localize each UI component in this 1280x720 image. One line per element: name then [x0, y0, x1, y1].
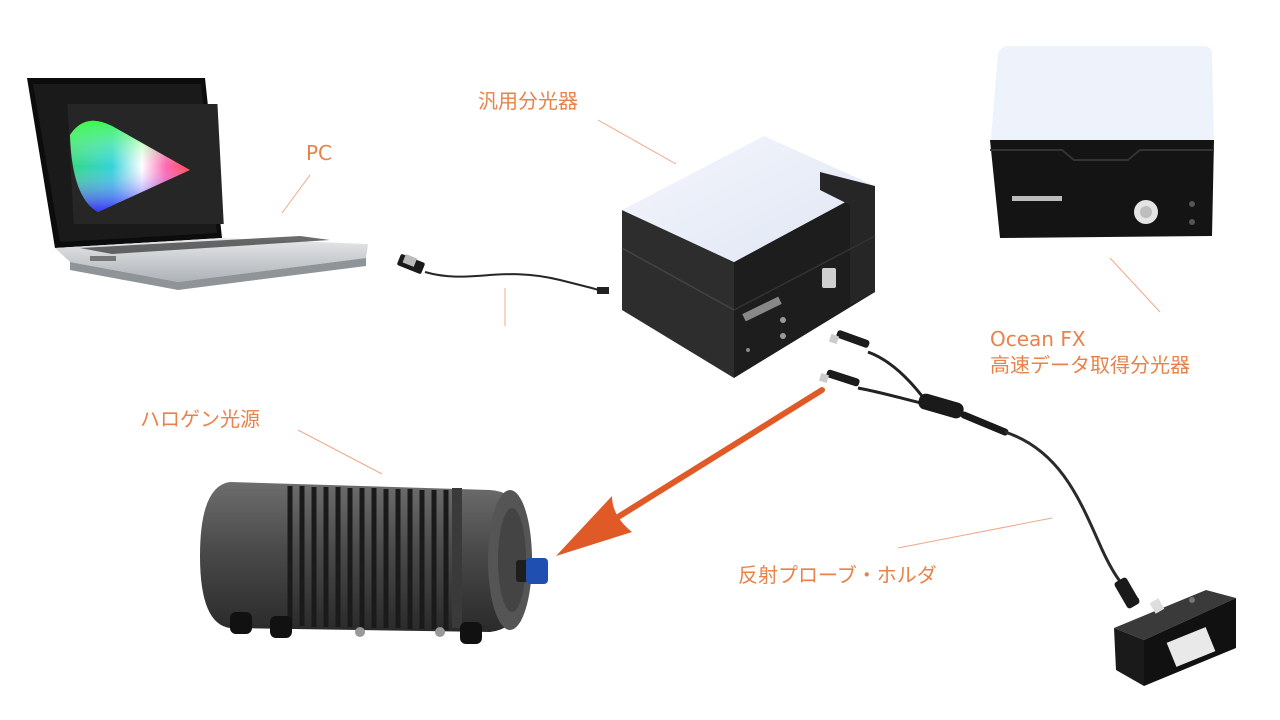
laptop-pc-image — [27, 78, 368, 290]
usb-cable-image — [397, 254, 609, 294]
label-general-spectrometer: 汎用分光器 — [478, 89, 578, 113]
leader-line-pc — [281, 174, 311, 214]
label-ocean-fx: Ocean FX 高速データ取得分光器 — [990, 326, 1190, 378]
halogen-light-source-image — [200, 482, 548, 644]
label-probe-holder: 反射プローブ・ホルダ — [738, 563, 937, 587]
label-ocean-fx-desc: 高速データ取得分光器 — [990, 353, 1190, 377]
color-gamut-icon — [70, 120, 190, 212]
label-ocean-fx-name: Ocean FX — [990, 327, 1086, 351]
light-path-arrow — [556, 387, 825, 556]
general-spectrometer-image — [621, 136, 876, 378]
leader-line-halogen — [297, 429, 383, 475]
ocean-fx-image — [990, 46, 1214, 238]
cooling-fins — [287, 486, 449, 630]
leader-line-ocean-fx — [1109, 257, 1161, 313]
reflection-probe-fiber-image — [818, 330, 1140, 609]
label-halogen-source: ハロゲン光源 — [140, 407, 260, 431]
leader-line-probe — [897, 517, 1053, 549]
probe-holder-image — [1114, 590, 1236, 686]
label-pc: PC — [306, 141, 333, 165]
fiber-port-cap-icon — [516, 558, 548, 584]
leader-line-spectrometer — [597, 119, 677, 165]
